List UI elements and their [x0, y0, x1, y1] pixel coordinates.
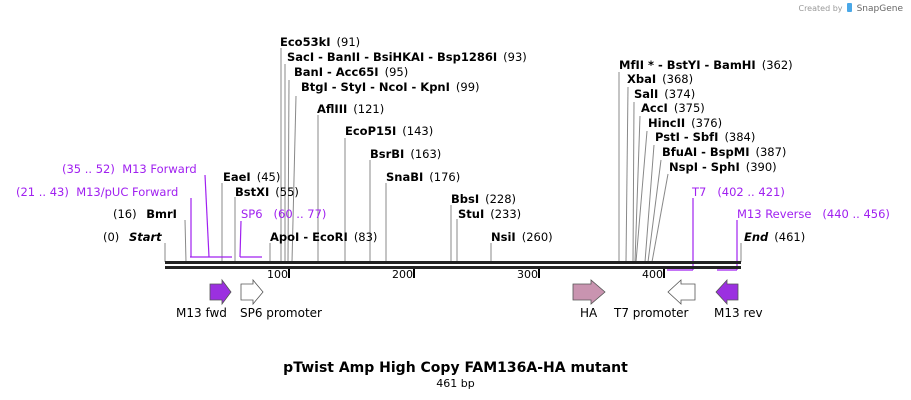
site-label[interactable]: AflIII(121)	[317, 102, 385, 116]
feature-label-t7-promoter[interactable]: T7 promoter	[614, 306, 689, 320]
feature-label-m13-fwd[interactable]: M13 fwd	[176, 306, 227, 320]
primer-label[interactable]: (21 .. 43) M13/pUC Forward	[16, 185, 179, 199]
site-label[interactable]: BbsI(228)	[451, 192, 517, 206]
site-label[interactable]: SnaBI(176)	[386, 170, 461, 184]
site-label[interactable]: AccI(375)	[641, 101, 705, 115]
site-label[interactable]: BstXI(55)	[235, 185, 299, 199]
site-label[interactable]: BfuAI - BspMI(387)	[662, 145, 787, 159]
plasmid-title: pTwist Amp High Copy FAM136A-HA mutant	[283, 360, 628, 376]
site-label[interactable]: BanI - Acc65I(95)	[294, 65, 409, 79]
feature-label-ha[interactable]: HA	[580, 306, 598, 320]
tick-200: 200	[392, 268, 413, 281]
site-label[interactable]: HincII(376)	[648, 116, 723, 130]
site-label[interactable]: EaeI(45)	[223, 170, 281, 184]
site-label[interactable]: Eco53kI(91)	[280, 35, 361, 49]
site-label[interactable]: SacI - BanII - BsiHKAI - Bsp1286I(93)	[287, 50, 527, 64]
site-label[interactable]: BsrBI(163)	[370, 147, 442, 161]
m13-fwd-arrow-icon	[209, 278, 232, 306]
plasmid-length: 461 bp	[436, 377, 475, 390]
credit-prefix: Created by	[798, 4, 843, 13]
site-label[interactable]: StuI(233)	[458, 207, 522, 221]
end-label: End(461)	[744, 230, 806, 244]
site-label[interactable]: EcoP15I(143)	[345, 124, 434, 138]
primer-label[interactable]: M13 Reverse (440 .. 456)	[737, 207, 890, 221]
site-label[interactable]: SalI(374)	[634, 87, 696, 101]
ha-arrow-icon	[572, 279, 606, 305]
tick-300: 300	[517, 268, 538, 281]
t7-promoter-arrow-icon	[667, 279, 696, 305]
credit-brand: SnapGene	[856, 4, 903, 14]
m13-rev-arrow-icon	[715, 278, 739, 306]
snapgene-logo-icon	[847, 3, 853, 12]
site-label[interactable]: NspI - SphI(390)	[669, 160, 777, 174]
primer-label[interactable]: SP6 (60 .. 77)	[241, 207, 327, 221]
snapgene-credit: Created by SnapGene	[798, 3, 903, 14]
site-label[interactable]: NsiI(260)	[491, 230, 553, 244]
primer-label[interactable]: T7 (402 .. 421)	[692, 185, 785, 199]
site-label[interactable]: ApoI - EcoRI(83)	[270, 230, 378, 244]
feature-label-m13-rev[interactable]: M13 rev	[714, 306, 763, 320]
site-label[interactable]: BtgI - StyI - NcoI - KpnI(99)	[301, 80, 480, 94]
sp6-promoter-arrow-icon	[240, 278, 264, 306]
tick-100: 100	[267, 268, 288, 281]
feature-label-sp6-promoter[interactable]: SP6 promoter	[240, 306, 322, 320]
site-label[interactable]: (16) BmrI	[113, 207, 177, 221]
primer-label[interactable]: (35 .. 52) M13 Forward	[62, 162, 197, 176]
site-label[interactable]: MfII * - BstYI - BamHI(362)	[619, 58, 793, 72]
site-label[interactable]: PstI - SbfI(384)	[655, 130, 756, 144]
start-label: (0) Start	[103, 230, 162, 244]
site-label[interactable]: XbaI(368)	[627, 72, 694, 86]
tick-400: 400	[642, 268, 663, 281]
